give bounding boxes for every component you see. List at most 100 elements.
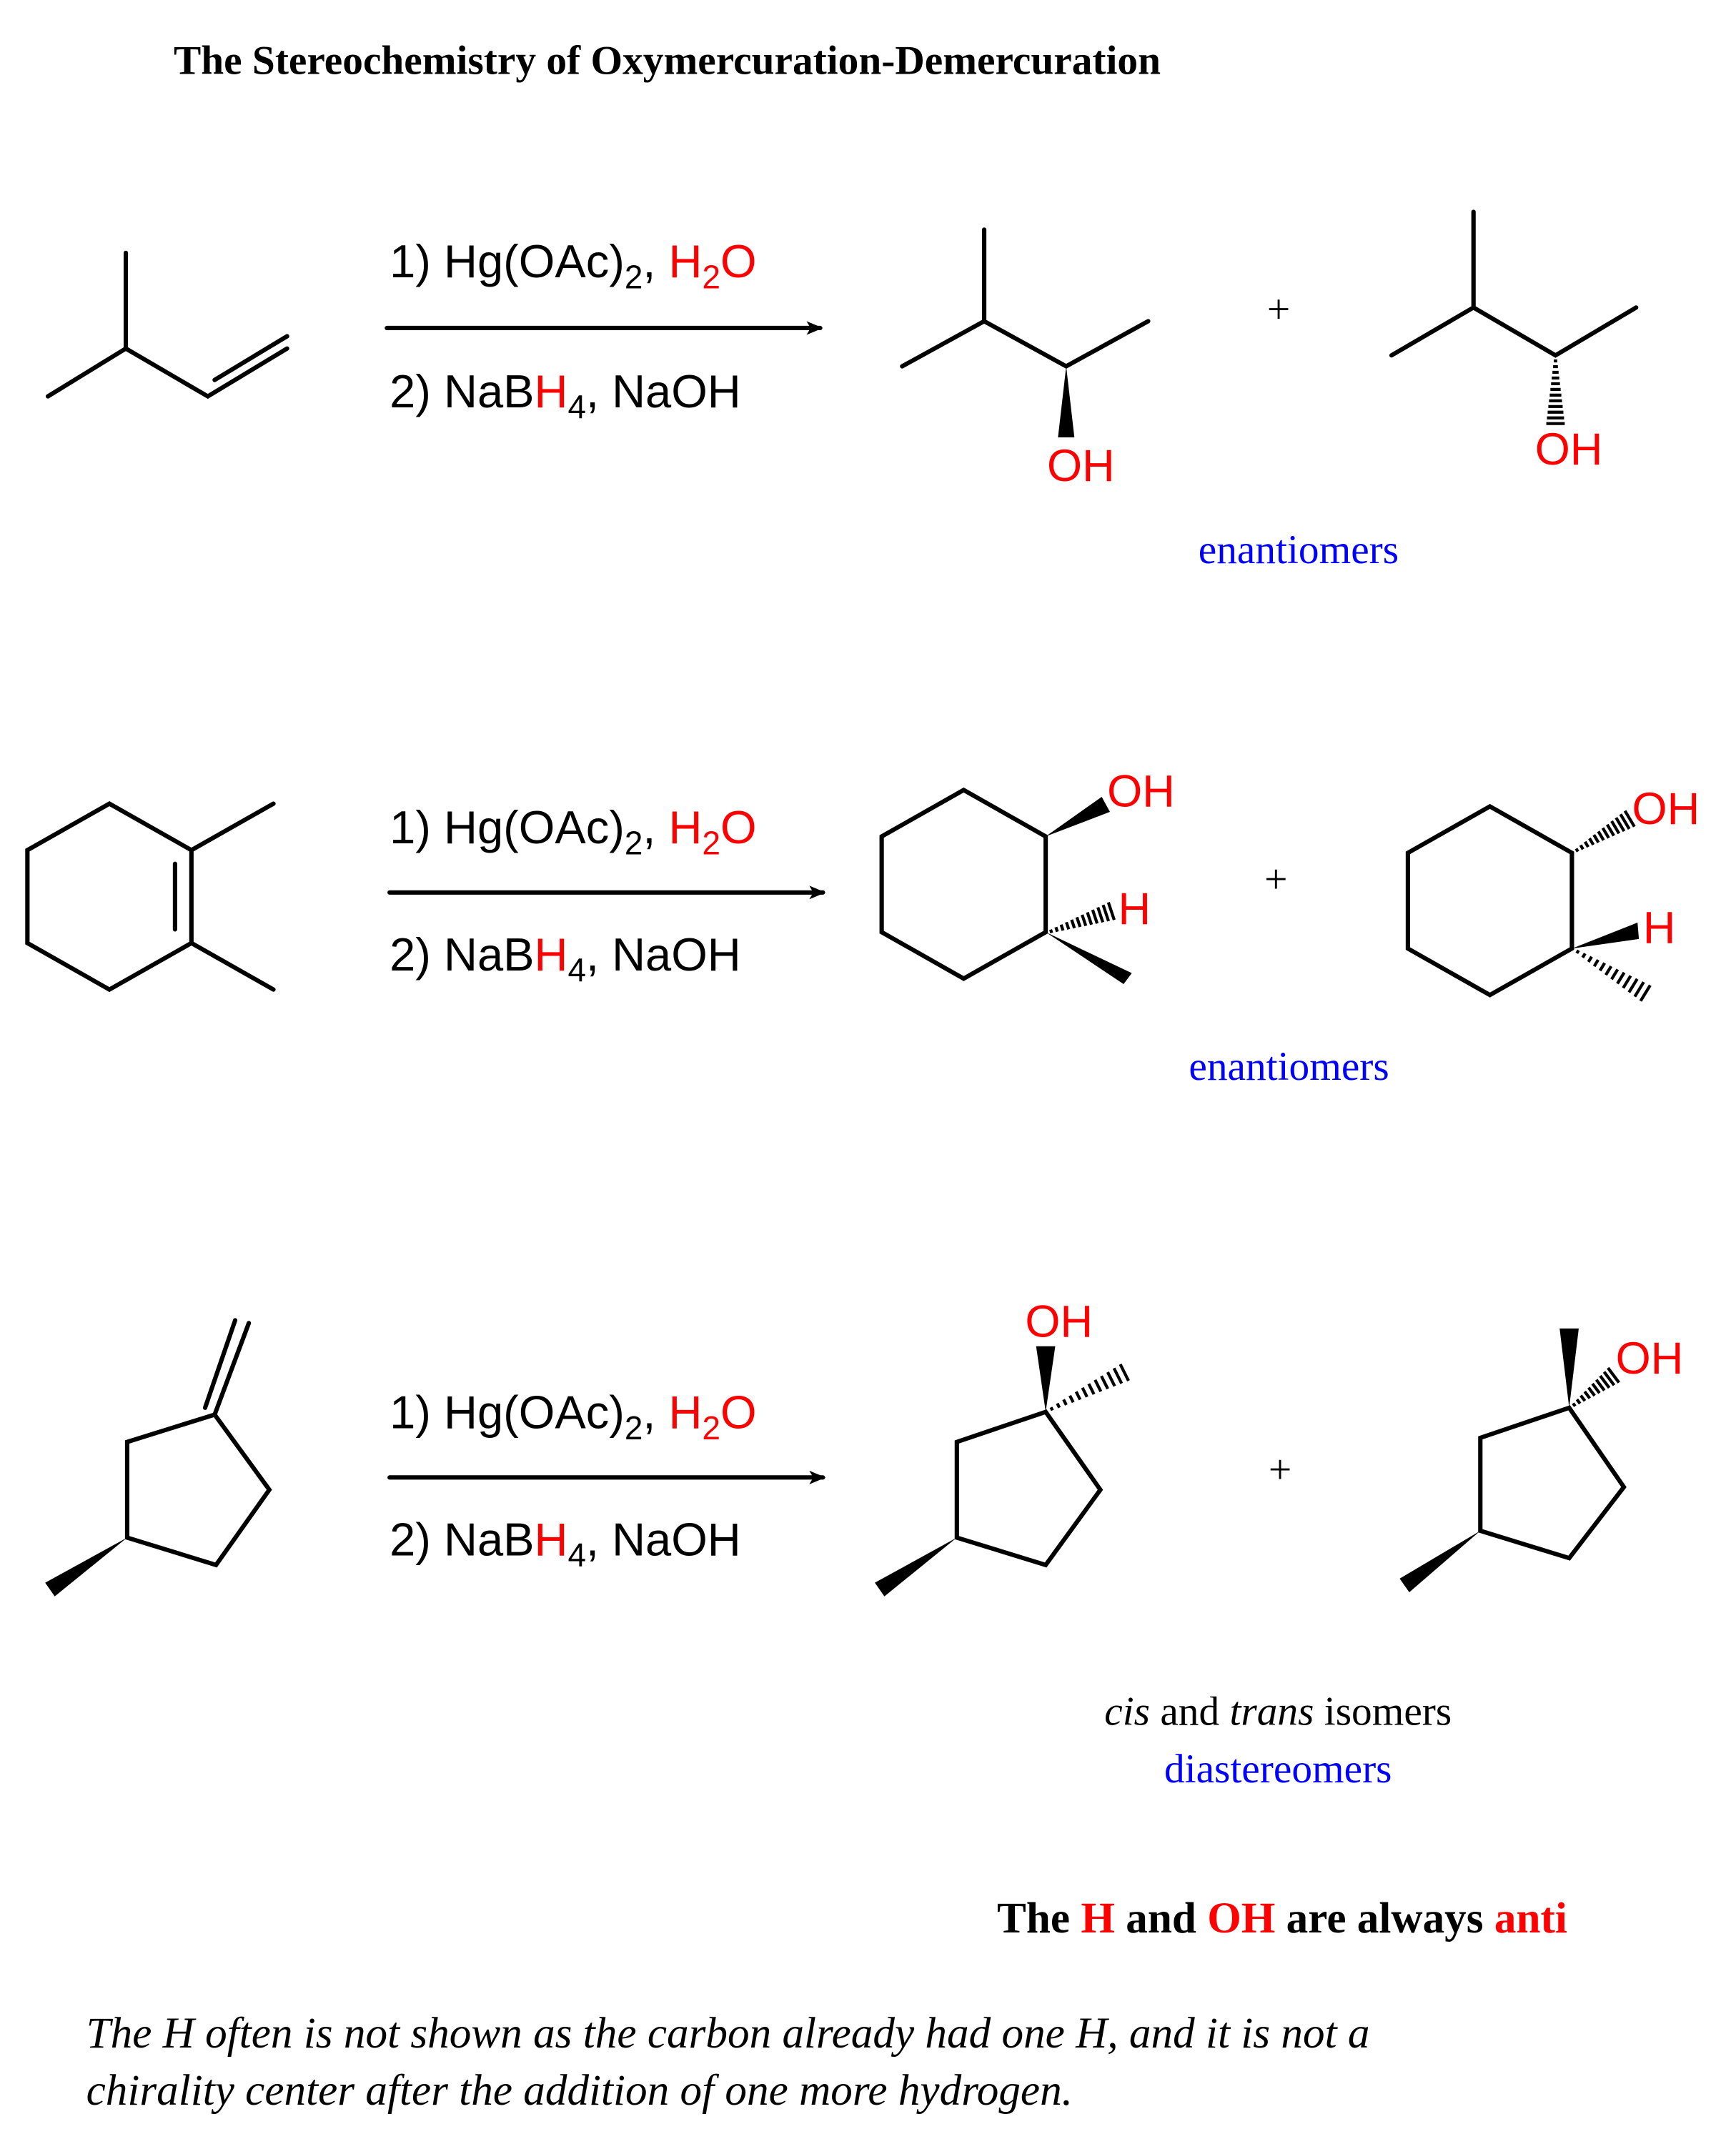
h-label: H (1643, 903, 1676, 953)
hash-stroke (1616, 971, 1626, 985)
hash-stroke (1101, 904, 1111, 922)
hash-stroke (1623, 810, 1636, 828)
hash-stroke (1605, 823, 1615, 837)
plus-sign: + (1264, 857, 1287, 902)
relationship-label: enantiomers (1199, 527, 1399, 572)
hash-stroke (1604, 965, 1613, 976)
hash-stroke (1100, 1375, 1109, 1390)
reactant-3-methyl-1-butene (45, 250, 289, 399)
hash-stroke (1065, 921, 1071, 930)
hash-stroke (1054, 926, 1059, 933)
hash-stroke (1106, 1371, 1116, 1387)
hash-stroke (1086, 911, 1093, 925)
product-cyclopentanol-trans: OH (1399, 1328, 1684, 1593)
plus-sign: + (1267, 287, 1290, 332)
hash-stroke (1583, 840, 1589, 848)
oh-label: OH (1632, 784, 1700, 834)
hash-stroke (1575, 1398, 1582, 1405)
hash-stroke (1591, 1382, 1601, 1394)
hash-stroke (1619, 813, 1631, 830)
reagent-step-2: 2) NaBH4, NaOH (390, 365, 741, 425)
footnote-line-1: The H often is not shown as the carbon a… (86, 2009, 1370, 2058)
wedge-bond (1036, 1346, 1056, 1412)
hash-stroke (1081, 1386, 1088, 1398)
hash-stroke (1583, 1390, 1592, 1399)
hash-stroke (1093, 1379, 1103, 1393)
summary-statement: The H and OH are always anti (997, 1894, 1567, 1942)
reagent-step-1: 1) Hg(OAc)2, H2O (390, 1386, 756, 1446)
hash-stroke (1112, 1367, 1124, 1384)
hash-stroke (1581, 953, 1587, 959)
oh-label: OH (1535, 425, 1603, 475)
reagent-step-2: 2) NaBH4, NaOH (390, 928, 741, 988)
hash-stroke (1639, 984, 1652, 1002)
hash-stroke (1106, 902, 1116, 920)
wedge-bond (1572, 922, 1640, 949)
relationship-label: diastereomers (1164, 1747, 1392, 1792)
hash-stroke (1602, 1371, 1616, 1386)
oh-label: OH (1107, 766, 1175, 816)
hash-stroke (1049, 1406, 1054, 1411)
footnote-line-2: chirality center after the addition of o… (86, 2066, 1073, 2115)
hash-stroke (1087, 1383, 1096, 1395)
hash-stroke (1075, 916, 1082, 928)
wedge-bond (1058, 366, 1075, 437)
hash-stroke (1592, 834, 1600, 843)
hash-stroke (1572, 1402, 1577, 1407)
wedge-bond (45, 1537, 127, 1597)
hash-stroke (1598, 962, 1607, 972)
product-s-alcohol: OH (1389, 209, 1639, 475)
isomer-note: cis and trans isomers (1104, 1689, 1452, 1734)
hash-stroke (1610, 968, 1620, 981)
hashed-bond (1049, 902, 1116, 933)
hash-stroke (1091, 909, 1099, 924)
reactant-dimethylcyclohexene (25, 801, 276, 993)
hash-stroke (1059, 924, 1065, 931)
hash-stroke (1068, 1394, 1075, 1404)
hash-stroke (1607, 1366, 1620, 1384)
plus-sign: + (1269, 1447, 1291, 1492)
product-r-alcohol: OH (900, 227, 1151, 491)
hash-stroke (1062, 1399, 1068, 1406)
hash-stroke (1622, 975, 1632, 989)
hashed-bond (1049, 1364, 1130, 1411)
hash-stroke (1627, 978, 1639, 993)
wedge-bond (1046, 796, 1111, 837)
reaction-2: 1) Hg(OAc)2, H2O 2) NaBH4, NaOH OH H + O… (25, 766, 1700, 1089)
hash-stroke (1081, 914, 1088, 927)
hash-stroke (1119, 1364, 1130, 1381)
hash-stroke (1594, 1379, 1606, 1391)
product-cyclopentanol-cis: OH (875, 1296, 1130, 1597)
hashed-bond (1575, 949, 1652, 1002)
hash-stroke (1588, 837, 1595, 846)
hashed-bond (1574, 810, 1636, 853)
reaction-1: 1) Hg(OAc)2, H2O 2) NaBH4, NaOH OH + OH … (45, 209, 1639, 572)
oh-label: OH (1047, 441, 1115, 491)
h-label: H (1118, 884, 1151, 934)
wedge-bond (875, 1537, 957, 1597)
hash-stroke (1049, 929, 1053, 933)
reactant-methylenecyclopentane (45, 1318, 272, 1597)
hash-stroke (1056, 1402, 1061, 1409)
wedge-bond (1399, 1530, 1481, 1593)
hash-stroke (1074, 1391, 1082, 1401)
hashed-bond (1546, 359, 1565, 425)
oh-label: OH (1616, 1334, 1684, 1384)
reagent-step-2: 2) NaBH4, NaOH (390, 1513, 741, 1573)
reagent-step-1: 1) Hg(OAc)2, H2O (390, 801, 756, 861)
hash-stroke (1592, 958, 1599, 968)
wedge-bond (1559, 1328, 1579, 1408)
hash-stroke (1579, 844, 1584, 850)
reagent-step-1: 1) Hg(OAc)2, H2O (390, 235, 756, 295)
hash-stroke (1587, 1386, 1596, 1397)
hash-stroke (1587, 956, 1593, 963)
hash-stroke (1070, 919, 1076, 929)
hashed-bond (1572, 1366, 1620, 1407)
reaction-3: 1) Hg(OAc)2, H2O 2) NaBH4, NaOH OH + OH … (45, 1296, 1684, 1792)
wedge-bond (1046, 932, 1132, 984)
hash-stroke (1096, 906, 1105, 923)
relationship-label: enantiomers (1189, 1044, 1389, 1089)
product-cyclohexanol-1: OH H (879, 766, 1175, 984)
hash-stroke (1633, 981, 1645, 998)
